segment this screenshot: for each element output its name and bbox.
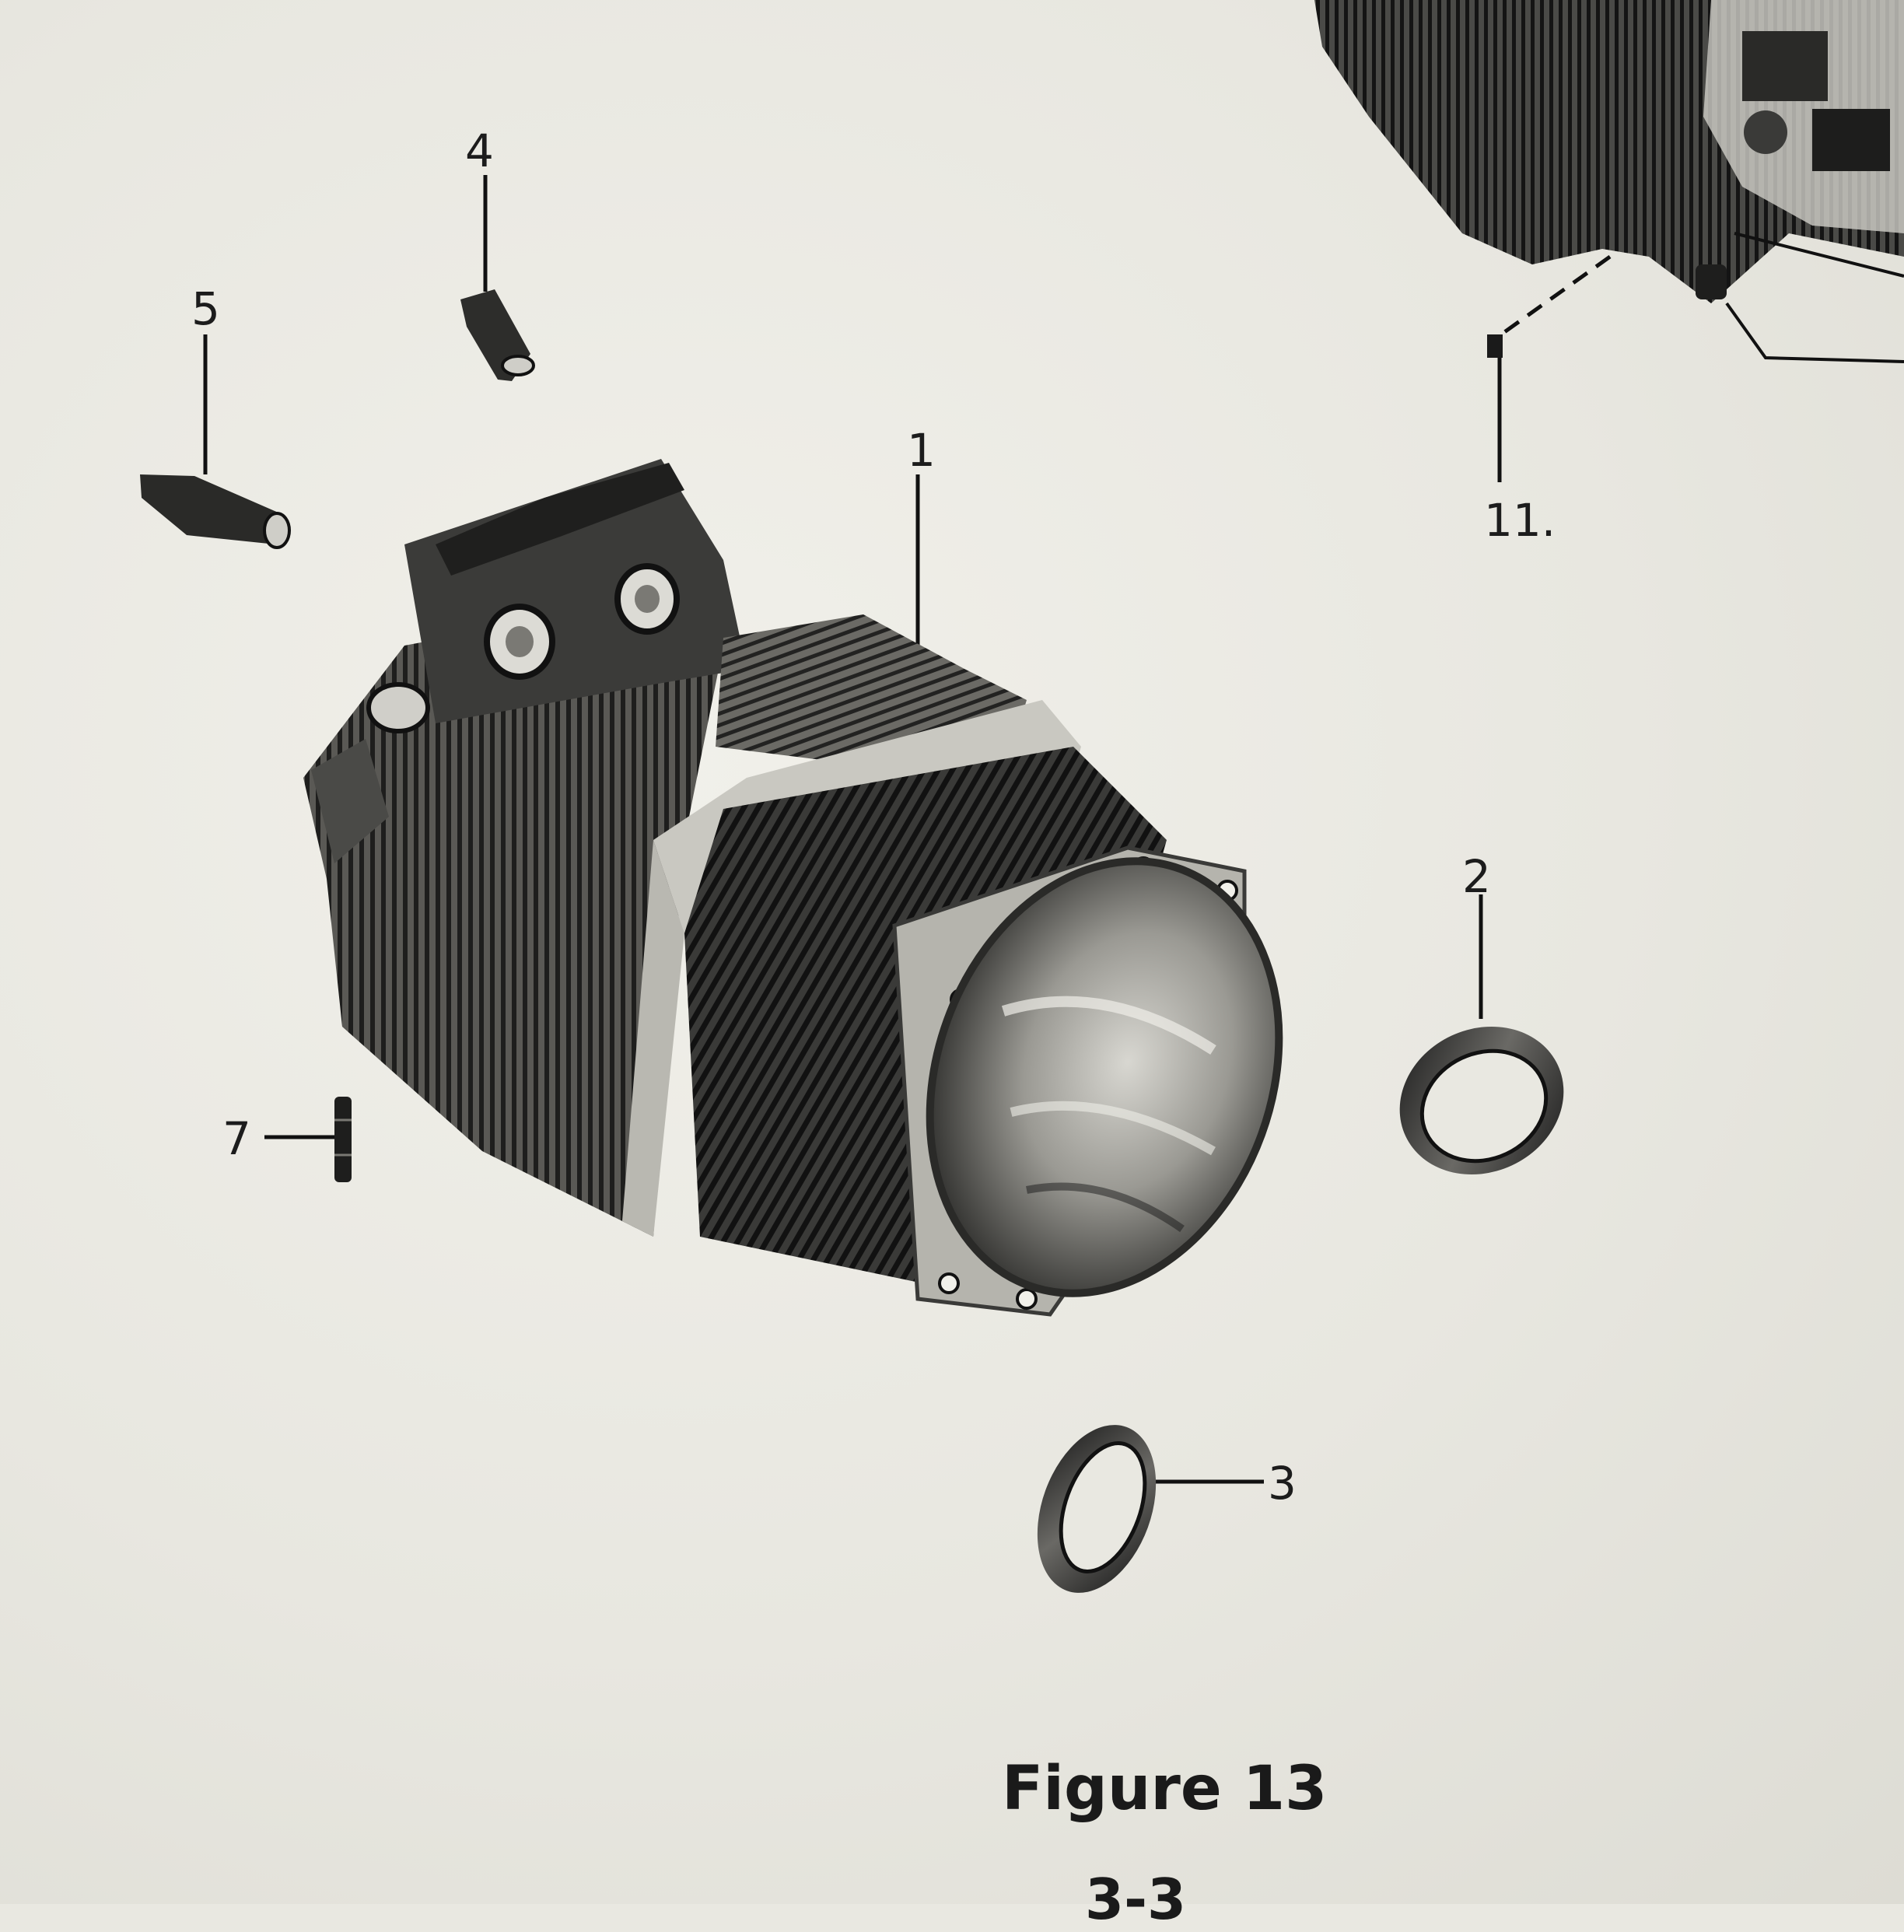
- stud-part-11: [1487, 334, 1503, 358]
- ring-part-3: [1037, 1425, 1264, 1593]
- callout-1: 1: [907, 424, 936, 477]
- callout-4: 4: [465, 124, 494, 177]
- page-number: 3-3: [1085, 1867, 1187, 1932]
- cylinder-assembly-part-1: [303, 459, 1283, 1317]
- callout-3: 3: [1268, 1457, 1297, 1510]
- callout-7: 7: [222, 1112, 251, 1165]
- callout-2: 2: [1462, 850, 1491, 903]
- fitting-part-4: [460, 175, 535, 381]
- engine-assembly-partial: [1314, 0, 1904, 482]
- stud-part-7: [264, 1097, 352, 1182]
- fitting-part-5: [140, 334, 291, 549]
- callout-11: 11.: [1484, 494, 1556, 547]
- callout-5: 5: [191, 282, 220, 335]
- ring-part-2: [1399, 894, 1564, 1175]
- figure-caption: Figure 13: [1002, 1754, 1328, 1824]
